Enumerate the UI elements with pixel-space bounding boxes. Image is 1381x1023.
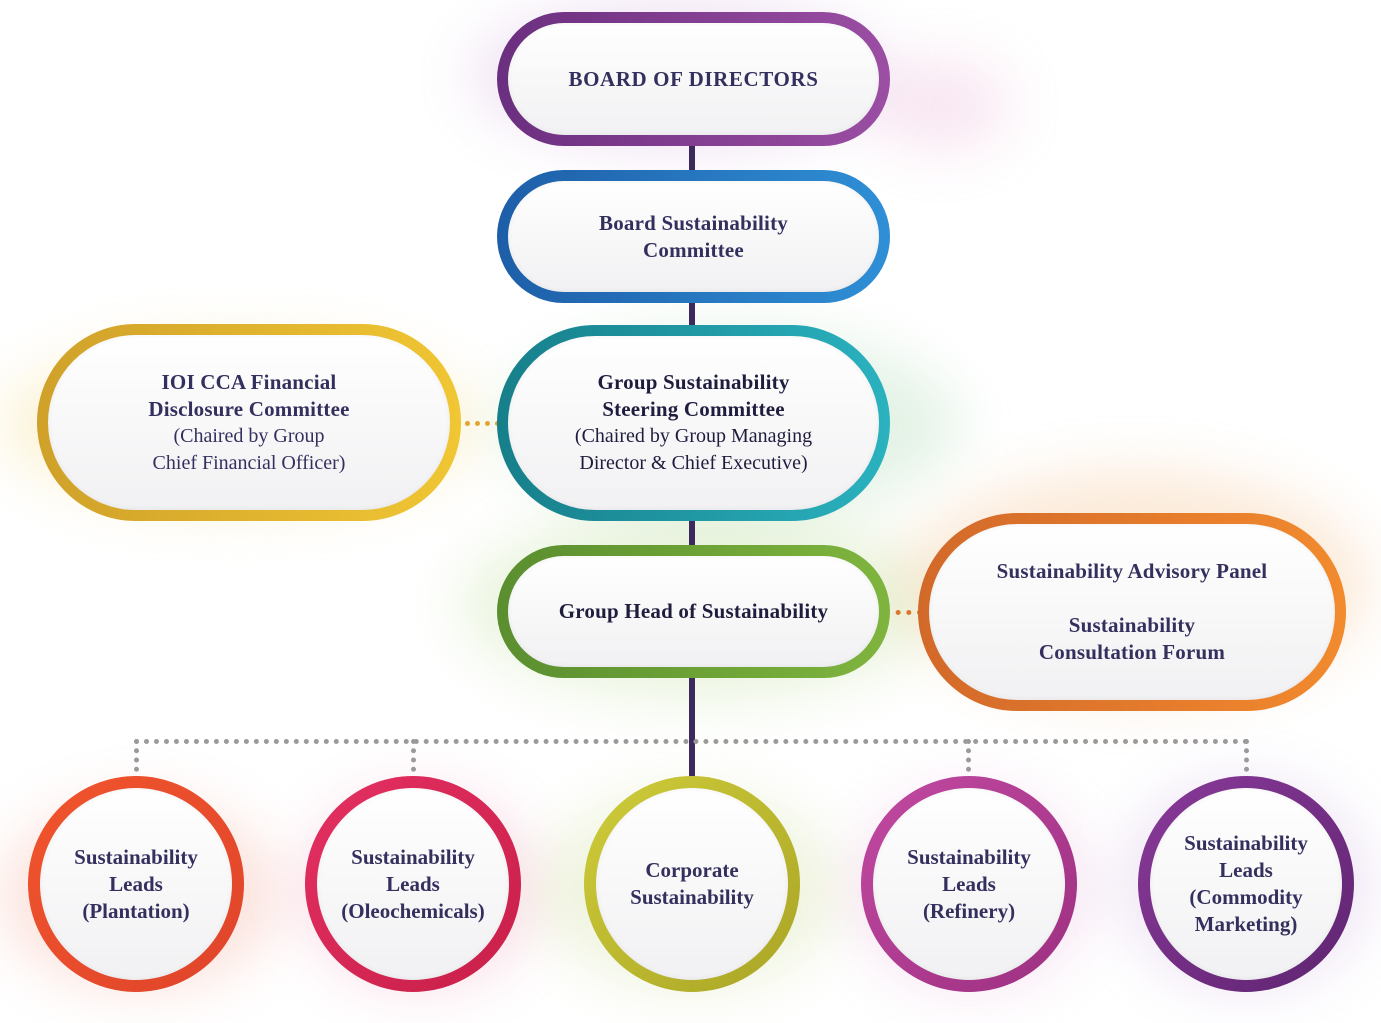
ioi-label-line4: Chief Financial Officer)	[152, 451, 346, 474]
refinery-body: Sustainability Leads (Refinery)	[873, 788, 1065, 980]
plantation-label-line1: Sustainability	[74, 844, 198, 869]
connector-ghs-corporate	[689, 672, 695, 784]
connector-ghs-sap	[885, 610, 922, 615]
connector-board-bsc	[689, 140, 695, 176]
connector-ioi-gssc	[455, 421, 500, 426]
gssc-label-line2: Steering Committee	[602, 397, 785, 421]
board-of-directors-node: BOARD OF DIRECTORS	[497, 12, 890, 146]
corporate-sustainability-node: Corporate Sustainability	[584, 776, 800, 992]
sustainability-leads-oleochemicals-node: Sustainability Leads (Oleochemicals)	[305, 776, 521, 992]
gssc-body: Group Sustainability Steering Committee …	[508, 336, 879, 510]
sustainability-leads-commodity-marketing-node: Sustainability Leads (Commodity Marketin…	[1138, 776, 1354, 992]
sap-label-line2: Sustainability	[1068, 613, 1196, 637]
ioi-label-line1: IOI CCA Financial	[161, 369, 337, 394]
connector-leads-bus	[134, 739, 1249, 744]
ioi-cca-financial-disclosure-committee-node: IOI CCA Financial Disclosure Committee (…	[37, 324, 461, 521]
bsc-label-line2: Committee	[643, 237, 744, 262]
connector-leads-plantation	[134, 739, 139, 781]
sustainability-leads-plantation-node: Sustainability Leads (Plantation)	[28, 776, 244, 992]
oleo-label-line1: Sustainability	[351, 844, 475, 869]
connector-gssc-ghs	[689, 515, 695, 551]
plantation-body: Sustainability Leads (Plantation)	[40, 788, 232, 980]
refinery-label-line2: Leads	[942, 871, 996, 896]
ioi-label-line2: Disclosure Committee	[148, 396, 350, 421]
gssc-label-line1: Group Sustainability	[597, 370, 790, 394]
group-sustainability-steering-committee-node: Group Sustainability Steering Committee …	[497, 325, 890, 521]
refinery-label-line3: (Refinery)	[922, 898, 1016, 923]
commodity-body: Sustainability Leads (Commodity Marketin…	[1150, 788, 1342, 980]
connector-leads-commodity	[1244, 739, 1249, 781]
board-of-directors-label: BOARD OF DIRECTORS	[568, 66, 819, 91]
oleo-label-line2: Leads	[386, 871, 440, 896]
refinery-label-line1: Sustainability	[907, 844, 1031, 869]
group-head-of-sustainability-node: Group Head of Sustainability	[497, 545, 890, 678]
board-sustainability-committee-node: Board Sustainability Committee	[497, 170, 890, 303]
sap-label-line3: Consultation Forum	[1038, 640, 1226, 664]
gssc-label-line3: (Chaired by Group Managing	[574, 425, 813, 447]
ioi-cca-body: IOI CCA Financial Disclosure Committee (…	[48, 335, 450, 510]
board-of-directors-body: BOARD OF DIRECTORS	[508, 23, 879, 135]
commodity-label-line2: Leads	[1219, 858, 1273, 882]
oleo-body: Sustainability Leads (Oleochemicals)	[317, 788, 509, 980]
ghs-label: Group Head of Sustainability	[558, 599, 829, 623]
ghs-body: Group Head of Sustainability	[508, 556, 879, 667]
commodity-label-line1: Sustainability	[1184, 831, 1308, 855]
corporate-label-line2: Sustainability	[630, 885, 754, 909]
sustainability-leads-refinery-node: Sustainability Leads (Refinery)	[861, 776, 1077, 992]
connector-leads-refinery	[966, 739, 971, 781]
connector-leads-oleo	[411, 739, 416, 781]
commodity-label-line4: Marketing)	[1194, 912, 1298, 936]
connector-bsc-gssc	[689, 297, 695, 331]
corporate-body: Corporate Sustainability	[596, 788, 788, 980]
ioi-label-line3: (Chaired by Group	[173, 424, 325, 447]
corporate-label-line1: Corporate	[645, 858, 739, 882]
plantation-label-line2: Leads	[109, 871, 163, 896]
commodity-label-line3: (Commodity	[1189, 885, 1303, 909]
sap-body: Sustainability Advisory Panel Sustainabi…	[929, 524, 1335, 700]
bsc-label-line1: Board Sustainability	[599, 210, 788, 235]
plantation-label-line3: (Plantation)	[82, 898, 190, 923]
oleo-label-line3: (Oleochemicals)	[341, 898, 485, 923]
sap-label-line1: Sustainability Advisory Panel	[996, 559, 1268, 583]
sustainability-advisory-panel-node: Sustainability Advisory Panel Sustainabi…	[918, 513, 1346, 711]
gssc-label-line4: Director & Chief Executive)	[579, 452, 808, 474]
watercolor-wash	[870, 60, 1010, 150]
board-sustainability-committee-body: Board Sustainability Committee	[508, 181, 879, 292]
